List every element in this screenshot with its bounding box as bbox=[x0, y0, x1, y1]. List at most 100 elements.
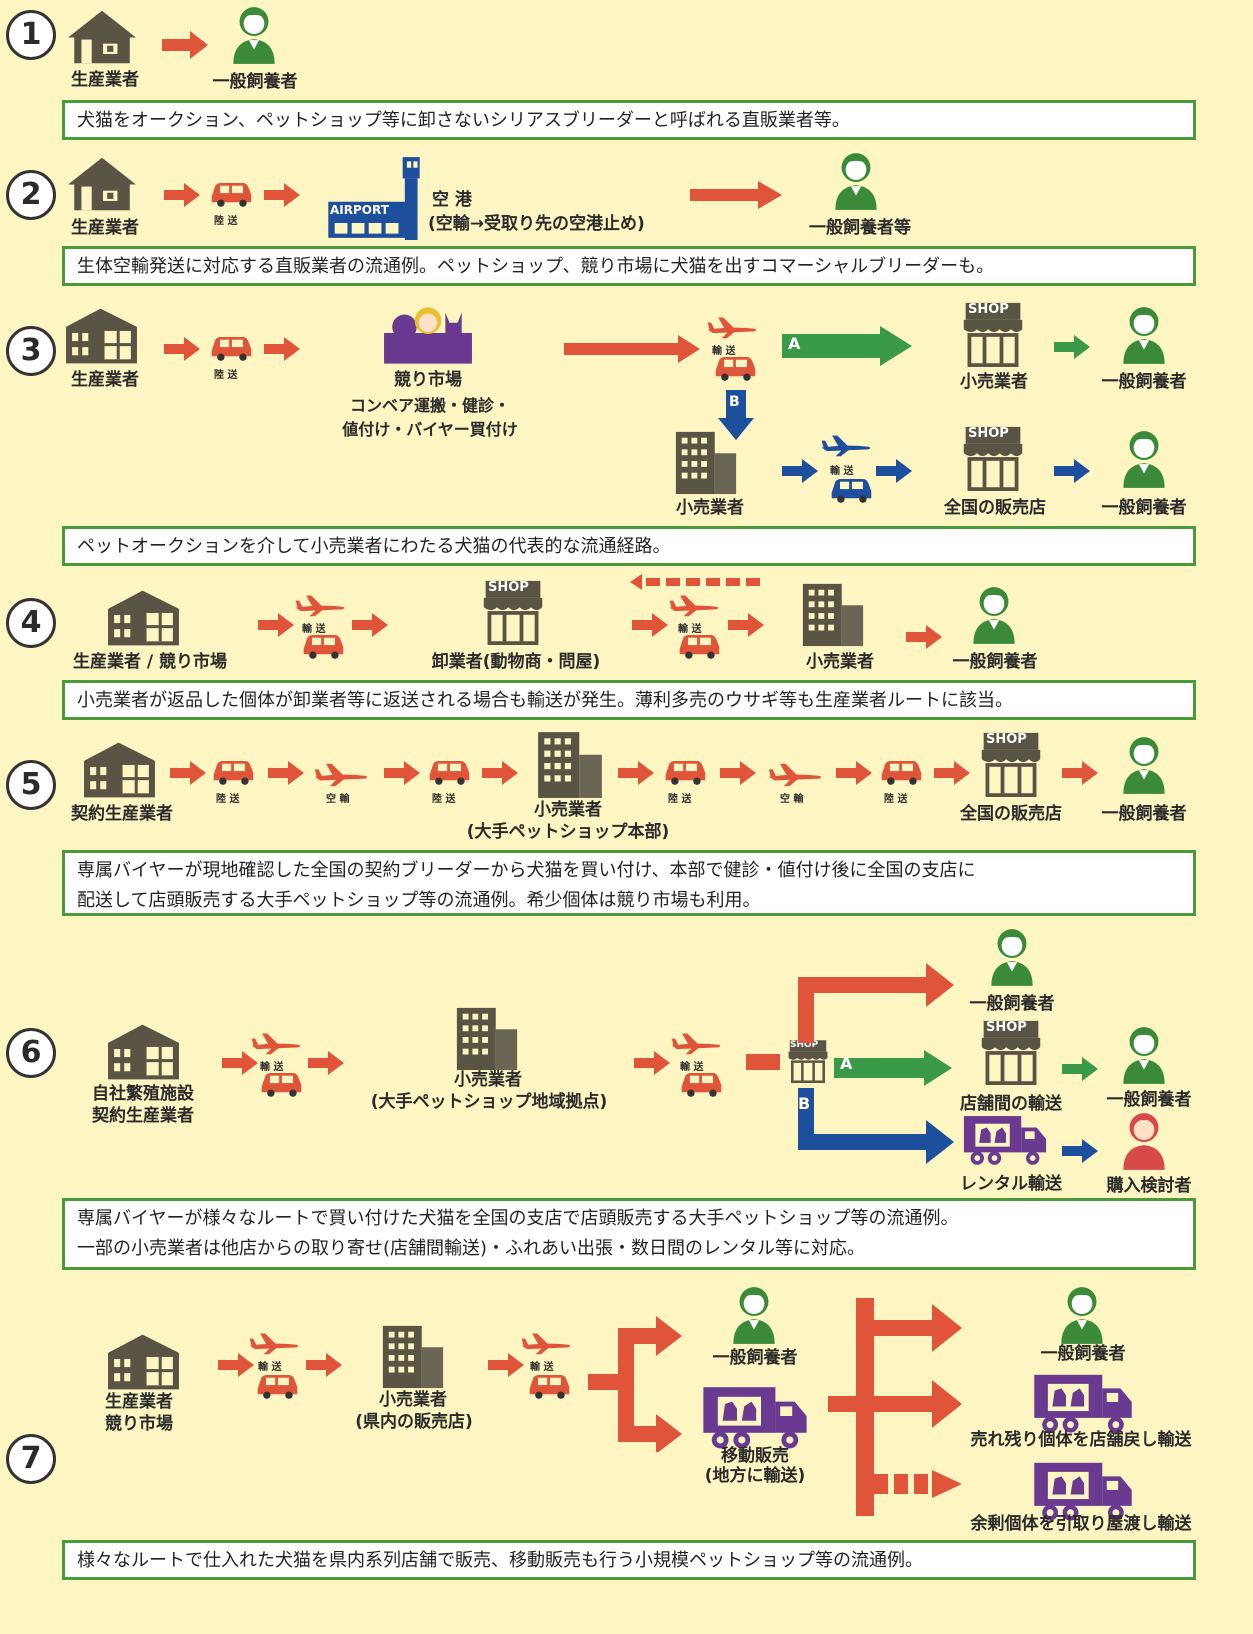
route-b-arrow bbox=[798, 1088, 954, 1164]
house-icon bbox=[66, 8, 138, 66]
owner-label: 一般飼養者 bbox=[1101, 372, 1187, 392]
arrow-icon bbox=[934, 761, 970, 785]
car-icon bbox=[526, 1372, 572, 1400]
person-icon bbox=[830, 150, 882, 212]
arrow-icon bbox=[306, 1353, 342, 1377]
retailer-label: 小売業者 bbox=[676, 498, 744, 518]
retailer-label: 小売業者 bbox=[534, 800, 602, 820]
car-icon bbox=[662, 758, 708, 786]
market-label: 競り市場 bbox=[394, 370, 462, 390]
owner-label: 一般飼養者 bbox=[1106, 1090, 1192, 1110]
land-transport-label: 陸 送 bbox=[216, 794, 240, 805]
person-icon bbox=[986, 926, 1038, 988]
rental-truck-icon bbox=[962, 1110, 1048, 1168]
car-icon bbox=[878, 758, 924, 786]
description-box: ペットオークションを介して小売業者にわたる犬猫の代表的な流通経路。 bbox=[62, 526, 1196, 566]
arrow-icon bbox=[1054, 459, 1090, 483]
transport-label: 輸 送 bbox=[680, 1062, 704, 1073]
arrow-icon bbox=[164, 337, 200, 361]
person-icon bbox=[1118, 304, 1170, 366]
description-box: 小売業者が返品した個体が卸業者等に返送される場合も輸送が発生。薄利多売のウサギ等… bbox=[62, 680, 1196, 720]
arrow-icon bbox=[720, 761, 756, 785]
car-icon bbox=[676, 632, 722, 660]
plane-icon bbox=[310, 760, 372, 788]
arrow-icon bbox=[782, 459, 818, 483]
car-icon bbox=[258, 1070, 304, 1098]
owner-label: 一般飼養者 bbox=[1040, 1344, 1126, 1364]
plane-icon bbox=[706, 314, 758, 340]
car-icon bbox=[210, 758, 256, 786]
producer-label-1: 自社繁殖施設 bbox=[92, 1084, 194, 1104]
person-icon bbox=[728, 1284, 780, 1346]
shop-sign: SHOP bbox=[968, 426, 1009, 441]
shop-sign: SHOP bbox=[790, 1040, 819, 1050]
land-transport-label: 陸 送 bbox=[668, 794, 692, 805]
branch-arrow-right bbox=[828, 1298, 962, 1516]
car-icon bbox=[208, 334, 254, 362]
transport-label: 輸 送 bbox=[712, 346, 736, 357]
wholesaler-label: 卸業者(動物商・問屋) bbox=[431, 652, 601, 672]
office-building-icon bbox=[378, 1322, 448, 1390]
branch-arrow bbox=[588, 1316, 682, 1452]
rental-label: レンタル輸送 bbox=[960, 1174, 1062, 1194]
description-box: 生体空輸発送に対応する直販業者の流通例。ペットショップ、競り市場に犬猫を出すコマ… bbox=[62, 246, 1196, 286]
factory-icon bbox=[106, 1020, 182, 1082]
owner-label: 一般飼養者 bbox=[1101, 498, 1187, 518]
arrow-icon bbox=[488, 1353, 524, 1377]
office-building-icon bbox=[668, 428, 744, 496]
producer-label: 生産業者 bbox=[71, 70, 139, 90]
arrow-icon bbox=[1062, 1139, 1098, 1163]
person-icon bbox=[1118, 428, 1170, 490]
plane-icon bbox=[248, 1330, 300, 1356]
arrow-icon bbox=[1062, 1057, 1098, 1081]
producer-label-2: 契約生産業者 bbox=[92, 1106, 194, 1126]
route-b-arrow bbox=[718, 390, 754, 440]
mobile-sales-label-2: (地方に輸送) bbox=[704, 1466, 806, 1486]
car-icon bbox=[426, 758, 472, 786]
land-transport-label: 陸 送 bbox=[214, 216, 238, 227]
land-transport-label: 陸 送 bbox=[432, 794, 456, 805]
airport-label: 空 港 bbox=[432, 190, 472, 210]
return-store-label: 売れ残り個体を店舗戻し輸送 bbox=[970, 1430, 1192, 1450]
market-sub-label-2: 値付け・バイヤー買付け bbox=[342, 420, 518, 439]
car-icon bbox=[208, 180, 254, 208]
office-building-icon bbox=[534, 728, 606, 800]
route-a-label: A bbox=[840, 1054, 853, 1073]
producer-label-2: 競り市場 bbox=[105, 1414, 173, 1434]
arrow-icon bbox=[308, 1051, 344, 1075]
person-icon bbox=[1118, 734, 1170, 796]
transport-label: 輸 送 bbox=[530, 1362, 554, 1373]
airport-sub-label: (空輸→受取り先の空港止め) bbox=[428, 214, 645, 234]
arrow-icon bbox=[170, 761, 206, 785]
person-icon bbox=[1056, 1284, 1108, 1346]
owner-label: 一般飼養者 bbox=[1101, 804, 1187, 824]
arrow-icon bbox=[258, 613, 294, 637]
person-icon bbox=[1118, 1024, 1170, 1086]
retailer-label: 小売業者 bbox=[454, 1070, 522, 1090]
route-a-label: A bbox=[788, 334, 801, 353]
owner-label: 一般飼養者 bbox=[712, 1348, 798, 1368]
section-number-6: 6 bbox=[6, 1028, 56, 1078]
shop-label: 全国の販売店 bbox=[944, 498, 1046, 518]
arrow-icon bbox=[634, 1051, 670, 1075]
route-a-arrow bbox=[834, 1050, 952, 1086]
factory-icon bbox=[82, 738, 158, 800]
section-number-7: 7 bbox=[6, 1434, 56, 1484]
owner-label: 一般飼養者 bbox=[212, 72, 298, 92]
factory-icon bbox=[106, 1330, 182, 1392]
section-number-5: 5 bbox=[6, 760, 56, 810]
inter-store-label: 店舗間の輸送 bbox=[960, 1094, 1062, 1114]
owner-label: 一般飼養者等 bbox=[809, 218, 911, 238]
shop-sign: SHOP bbox=[986, 1020, 1027, 1035]
shop-sign: SHOP bbox=[986, 732, 1027, 747]
retailer-label: 小売業者 bbox=[960, 372, 1028, 392]
transport-label: 輸 送 bbox=[302, 624, 326, 635]
car-icon bbox=[678, 1070, 724, 1098]
producer-label-1: 生産業者 bbox=[105, 1392, 173, 1412]
air-transport-label: 空 輸 bbox=[780, 794, 804, 805]
transport-label: 輸 送 bbox=[258, 1362, 282, 1373]
market-sub-label-1: コンベア運搬・健診・ bbox=[349, 396, 510, 415]
owner-label: 一般飼養者 bbox=[952, 652, 1038, 672]
factory-icon bbox=[64, 304, 140, 366]
transport-label: 輸 送 bbox=[830, 466, 854, 477]
